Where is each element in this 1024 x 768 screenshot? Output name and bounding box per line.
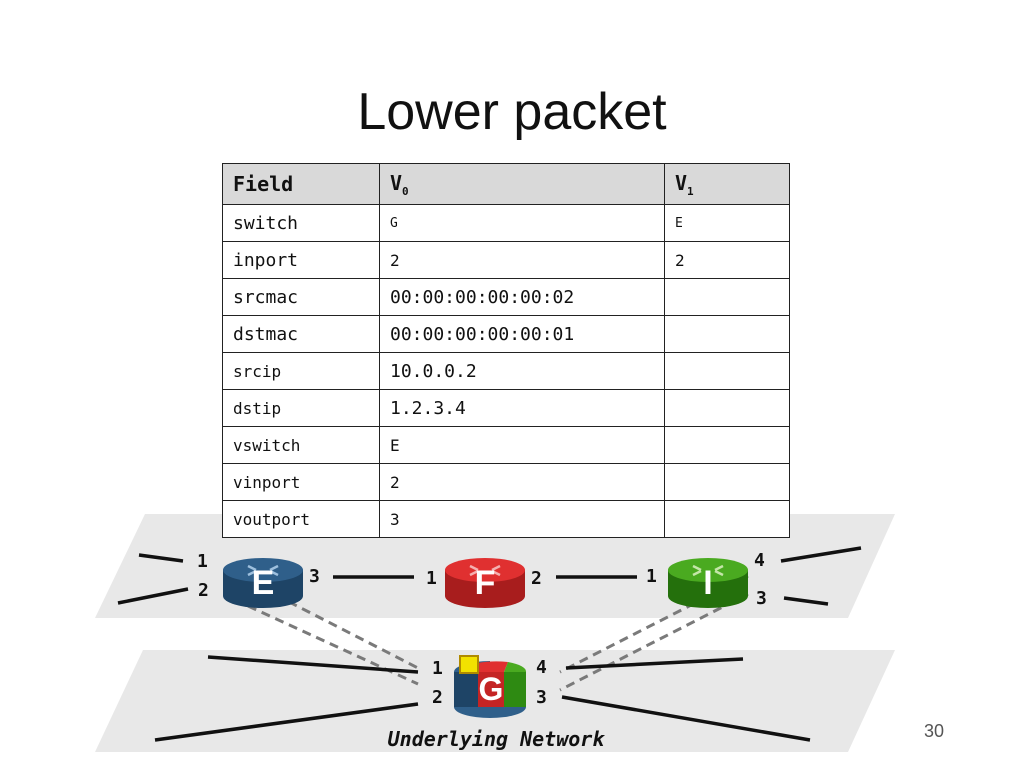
table-row: srcmac 00:00:00:00:00:02 <box>222 278 790 316</box>
cell-field: vinport <box>222 463 380 501</box>
cell-v1 <box>664 389 790 427</box>
cell-v1 <box>664 352 790 390</box>
port-e1: 1 <box>197 551 208 572</box>
underlay-link <box>154 702 419 742</box>
switch-i: I <box>668 558 748 608</box>
port-f2: 2 <box>531 568 542 589</box>
table-row: srcip 10.0.0.2 <box>222 352 790 390</box>
table-row: vswitch E <box>222 426 790 464</box>
switch-i-label: I <box>703 564 712 602</box>
cell-v0: E <box>379 426 665 464</box>
router-arrows-icon <box>692 564 724 577</box>
underlay-link <box>565 657 744 670</box>
switch-g-label: G <box>479 671 504 707</box>
table-row: inport 2 2 <box>222 241 790 279</box>
switch-e-label: E <box>252 564 275 602</box>
header-v0: V0 <box>379 163 665 205</box>
switch-f-label: F <box>475 564 496 602</box>
port-f1: 1 <box>426 568 437 589</box>
mapping-line <box>559 592 749 692</box>
cell-v0: 3 <box>379 500 665 538</box>
cell-field: switch <box>222 204 380 242</box>
router-arrows-icon <box>247 564 279 577</box>
cell-field: srcmac <box>222 278 380 316</box>
link-i-stub-3 <box>783 596 829 606</box>
cell-v1: 2 <box>664 241 790 279</box>
cell-v1 <box>664 500 790 538</box>
table-header-row: Field V0 V1 <box>222 163 790 205</box>
table-row: dstmac 00:00:00:00:00:01 <box>222 315 790 353</box>
port-i4: 4 <box>754 550 765 571</box>
port-e2: 2 <box>198 580 209 601</box>
cell-v0: 2 <box>379 241 665 279</box>
page-number: 30 <box>923 721 944 741</box>
cell-v1: E <box>664 204 790 242</box>
cell-field: voutport <box>222 500 380 538</box>
cell-v0: 1.2.3.4 <box>379 389 665 427</box>
cell-v1 <box>664 463 790 501</box>
header-field: Field <box>222 163 380 205</box>
switch-e: E <box>223 558 303 608</box>
header-v1: V1 <box>664 163 790 205</box>
port-i1: 1 <box>646 566 657 587</box>
switch-f: F <box>445 558 525 608</box>
router-arrows-icon <box>469 564 501 577</box>
link-e-stub-1 <box>138 553 184 563</box>
cell-v0: 00:00:00:00:00:01 <box>379 315 665 353</box>
cell-v1 <box>664 426 790 464</box>
port-g3: 3 <box>536 687 547 708</box>
table-row: dstip 1.2.3.4 <box>222 389 790 427</box>
table-row: voutport 3 <box>222 500 790 538</box>
cell-v0: 00:00:00:00:00:02 <box>379 278 665 316</box>
switch-g: G <box>454 655 527 718</box>
underlay-link <box>561 695 811 742</box>
underlay-label: Underlying Network <box>388 727 606 751</box>
link-e-stub-2 <box>117 587 189 605</box>
port-e3: 3 <box>309 566 320 587</box>
cell-field: dstmac <box>222 315 380 353</box>
cell-v0: 2 <box>379 463 665 501</box>
cell-field: srcip <box>222 352 380 390</box>
cell-v1 <box>664 278 790 316</box>
port-g2: 2 <box>432 687 443 708</box>
port-g4: 4 <box>536 657 547 678</box>
cell-v0: 10.0.0.2 <box>379 352 665 390</box>
table-row: vinport 2 <box>222 463 790 501</box>
cell-field: dstip <box>222 389 380 427</box>
cell-v1 <box>664 315 790 353</box>
port-i3: 3 <box>756 588 767 609</box>
underlay-link <box>207 655 419 674</box>
slide-title: Lower packet <box>357 83 667 141</box>
cell-field: inport <box>222 241 380 279</box>
port-g1: 1 <box>432 658 443 679</box>
cell-field: vswitch <box>222 426 380 464</box>
field-table: Field V0 V1 switch G E inport 2 2 srcmac… <box>222 163 790 538</box>
link-i-stub-4 <box>780 546 862 563</box>
cell-v0: G <box>379 204 665 242</box>
table-row: switch G E <box>222 204 790 242</box>
packet-icon <box>459 655 479 674</box>
